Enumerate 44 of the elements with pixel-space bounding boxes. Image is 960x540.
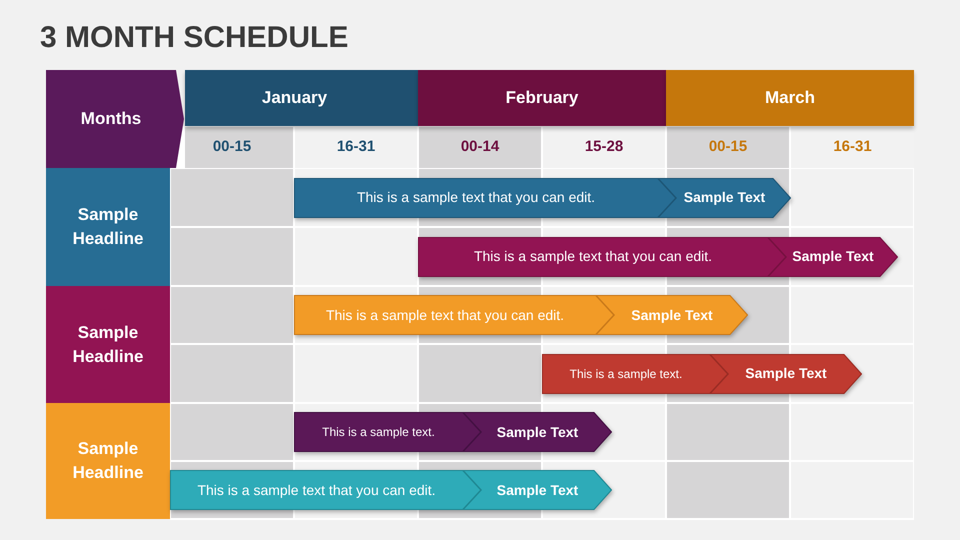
timeline-arrow-bar — [542, 354, 862, 394]
date-range: 00-14 — [460, 137, 500, 158]
bar-text: This is a sample text. — [570, 366, 682, 382]
month-header — [418, 70, 666, 126]
period-header — [419, 127, 541, 168]
bar-text: This is a sample text that you can edit. — [197, 480, 436, 500]
date-range: 16-31 — [336, 137, 376, 158]
period-header — [295, 127, 417, 168]
headline-text: Sample Headline — [72, 204, 144, 250]
bar-text: This is a sample text that you can edit. — [356, 188, 596, 207]
month-header — [185, 70, 418, 126]
month-name: February — [506, 87, 578, 110]
bar-label: Sample Text — [496, 422, 578, 442]
bar-text: This is a sample text that you can edit. — [326, 306, 564, 325]
month-header — [666, 70, 914, 126]
bar-label: Sample Text — [745, 364, 827, 383]
row-headline — [46, 286, 170, 403]
period-header — [791, 127, 914, 168]
date-range: 00-15 — [212, 137, 252, 158]
timeline-arrow-bar — [294, 178, 791, 218]
bar-label: Sample Text — [684, 188, 766, 207]
bar-text: This is a sample text that you can edit. — [474, 247, 712, 266]
bar-label: Sample Text — [631, 306, 713, 325]
bar-label: Sample Text — [496, 480, 578, 500]
date-range: 16-31 — [833, 137, 872, 158]
month-name: March — [764, 87, 816, 110]
month-name: January — [262, 87, 328, 110]
timeline-arrow-bar — [418, 236, 898, 276]
date-range: 15-28 — [584, 137, 624, 158]
period-header — [667, 127, 789, 168]
period-header — [185, 127, 293, 168]
bar-label: Sample Text — [792, 247, 874, 266]
page-title: 3 MONTH SCHEDULE — [40, 20, 348, 56]
header-label: Months — [80, 108, 142, 130]
headline-text: Sample Headline — [72, 438, 144, 484]
timeline-arrow-bar — [294, 295, 748, 335]
row-headline — [46, 403, 170, 519]
bar-text: This is a sample text. — [322, 424, 435, 441]
headline-text: Sample Headline — [72, 322, 144, 368]
timeline-arrow-bar — [294, 412, 612, 452]
timeline-arrow-bar — [170, 470, 612, 510]
period-header — [543, 127, 665, 168]
date-range: 00-15 — [708, 137, 748, 158]
row-headline — [46, 168, 170, 286]
